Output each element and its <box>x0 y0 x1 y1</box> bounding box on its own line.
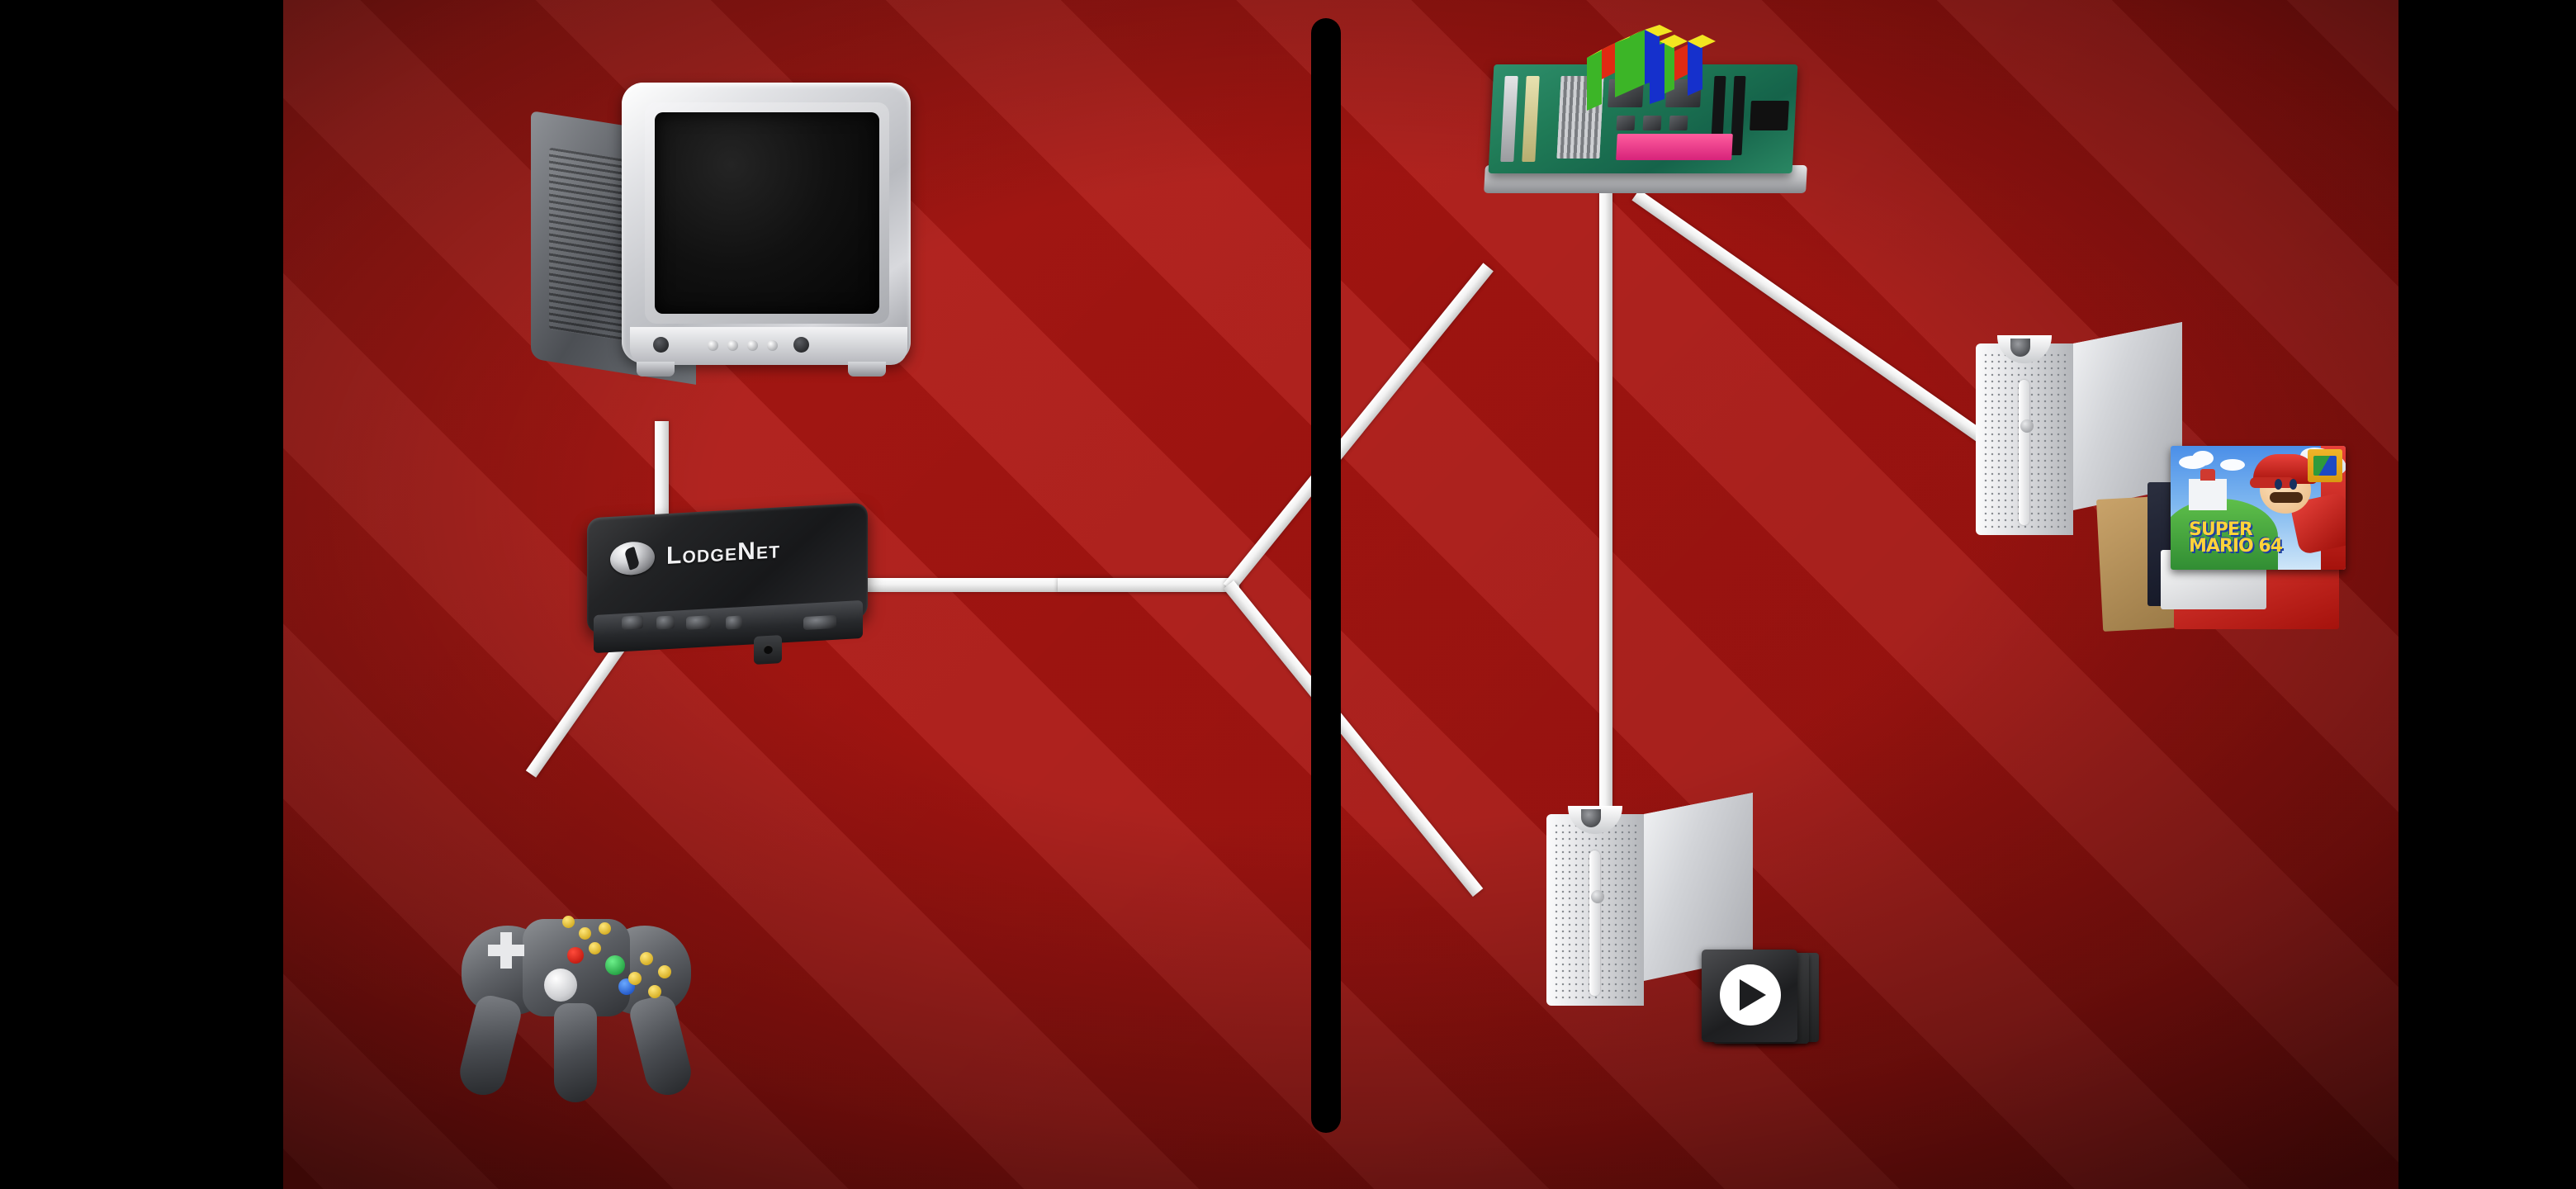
lodgenet-port[interactable] <box>656 615 675 630</box>
crt-tv-foot <box>637 362 675 377</box>
lodgenet-swoosh-icon <box>610 540 655 576</box>
letterbox-right <box>2398 0 2576 1189</box>
controller-top-button[interactable] <box>562 916 575 928</box>
controller-top-button[interactable] <box>589 942 601 955</box>
n64-platform-badge <box>2308 449 2342 482</box>
motherboard-chip <box>1669 116 1688 130</box>
server-front-spine <box>2019 380 2029 525</box>
letterbox-left <box>0 0 283 1189</box>
crt-tv-knob[interactable] <box>727 340 738 351</box>
lodgenet-port[interactable] <box>622 615 643 630</box>
server-side-panel <box>2073 322 2182 510</box>
game-box-stack[interactable]: SUPER MARIO 64 <box>2095 446 2372 636</box>
cable-divider-to-junction <box>1058 578 1239 592</box>
controller-c-left-button[interactable] <box>628 972 642 985</box>
mario-eye <box>2275 479 2282 490</box>
mario-cap-brim <box>2250 477 2294 488</box>
server-front-spine <box>1589 850 1600 996</box>
media-server-tower[interactable] <box>1546 793 1819 1044</box>
crt-tv-knob[interactable] <box>767 340 778 351</box>
motherboard-chip <box>1616 116 1636 130</box>
crt-tv-knob[interactable] <box>708 340 718 351</box>
crt-tv-knob[interactable] <box>747 340 758 351</box>
controller-analog-stick[interactable] <box>544 969 577 1002</box>
controller-a-button[interactable] <box>605 955 625 975</box>
crt-tv-av-jack <box>653 337 669 353</box>
game-title-text: SUPER MARIO 64 <box>2189 519 2283 557</box>
lodgenet-set-top-box[interactable]: LodgeNet <box>587 502 868 675</box>
cable-tv-to-lodgenet <box>655 421 669 523</box>
lodgenet-wordmark: LodgeNet <box>666 536 781 570</box>
red-striped-background: LodgeNet <box>283 0 2398 1189</box>
lodgenet-port[interactable] <box>686 615 711 630</box>
crt-tv-icon[interactable] <box>531 83 919 429</box>
game-controller-icon[interactable] <box>455 904 696 1102</box>
game-server-tower[interactable]: SUPER MARIO 64 <box>1976 322 2346 632</box>
server-power-led[interactable] <box>2020 419 2034 433</box>
play-triangle <box>1740 979 1766 1011</box>
lodgenet-port[interactable] <box>726 615 742 630</box>
crt-tv-screen <box>655 112 879 314</box>
mario-eye <box>2290 479 2297 490</box>
mario-moustache <box>2270 492 2303 503</box>
controller-start-button[interactable] <box>567 947 584 964</box>
cloud <box>2192 451 2214 466</box>
green-hill <box>2171 499 2278 570</box>
peach-castle <box>2189 469 2227 510</box>
controller-top-button[interactable] <box>579 927 591 940</box>
controller-right-grip <box>627 992 696 1100</box>
controller-dpad[interactable] <box>488 932 524 969</box>
controller-c-down-button[interactable] <box>648 985 661 998</box>
motherboard-cartridge-connector <box>1616 134 1733 160</box>
motherboard-rear-connector <box>1750 101 1789 130</box>
crt-tv-power-button[interactable] <box>793 337 809 353</box>
controller-c-up-button[interactable] <box>640 952 653 965</box>
n64-logo-icon <box>1577 25 1717 111</box>
circuit-board-icon[interactable] <box>1484 25 1807 206</box>
cloud <box>2220 459 2245 471</box>
server-power-led[interactable] <box>1591 890 1604 903</box>
controller-c-right-button[interactable] <box>658 965 671 978</box>
controller-center-grip <box>554 1003 597 1102</box>
cable-motherboard-to-media-server <box>1599 188 1612 841</box>
play-button-icon[interactable] <box>1702 950 1819 1045</box>
controller-top-button[interactable] <box>599 922 611 935</box>
super-mario-64-box-art[interactable]: SUPER MARIO 64 <box>2171 446 2346 570</box>
guest-room-headend-divider <box>1311 18 1341 1133</box>
crt-tv-foot <box>848 362 886 377</box>
controller-left-grip <box>455 992 524 1100</box>
motherboard-chip <box>1642 116 1662 130</box>
lodgenet-mounting-tab <box>754 635 782 665</box>
lodgenet-port[interactable] <box>803 614 836 631</box>
